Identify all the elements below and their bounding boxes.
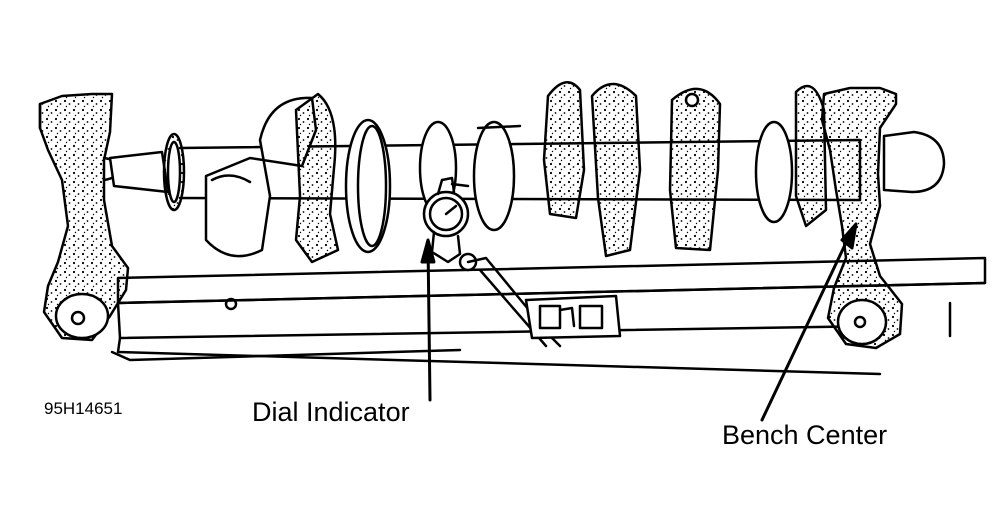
dial-indicator-arrowhead	[420, 238, 436, 264]
crankshaft	[108, 81, 862, 264]
leader-lines	[420, 222, 858, 422]
figure-id: 95H14651	[44, 399, 123, 418]
bench-center-label: Bench Center	[722, 420, 888, 450]
right-bench-center	[820, 86, 946, 350]
bench-center-arrowhead	[840, 222, 858, 250]
left-bench-center	[38, 92, 130, 342]
dial-indicator-label: Dial Indicator	[252, 397, 410, 427]
dial-indicator	[422, 176, 622, 348]
dial-indicator-leader	[426, 242, 432, 402]
bench-center-leader	[760, 228, 854, 422]
